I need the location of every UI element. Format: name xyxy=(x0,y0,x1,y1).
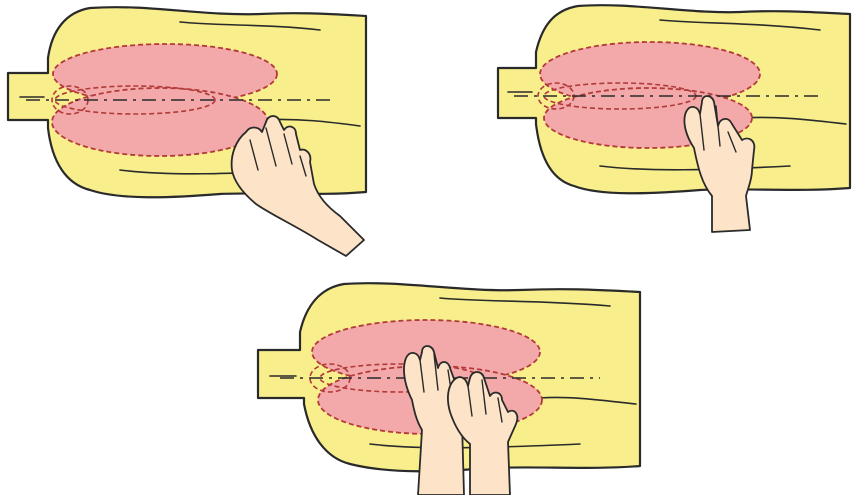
illustration-panel-top-left xyxy=(0,0,380,260)
illustration-panel-top-right xyxy=(490,0,854,240)
illustration-panel-bottom xyxy=(250,272,650,495)
torso-diagram-2 xyxy=(490,0,854,240)
torso-diagram-1 xyxy=(0,0,380,260)
torso-diagram-3 xyxy=(250,272,650,495)
